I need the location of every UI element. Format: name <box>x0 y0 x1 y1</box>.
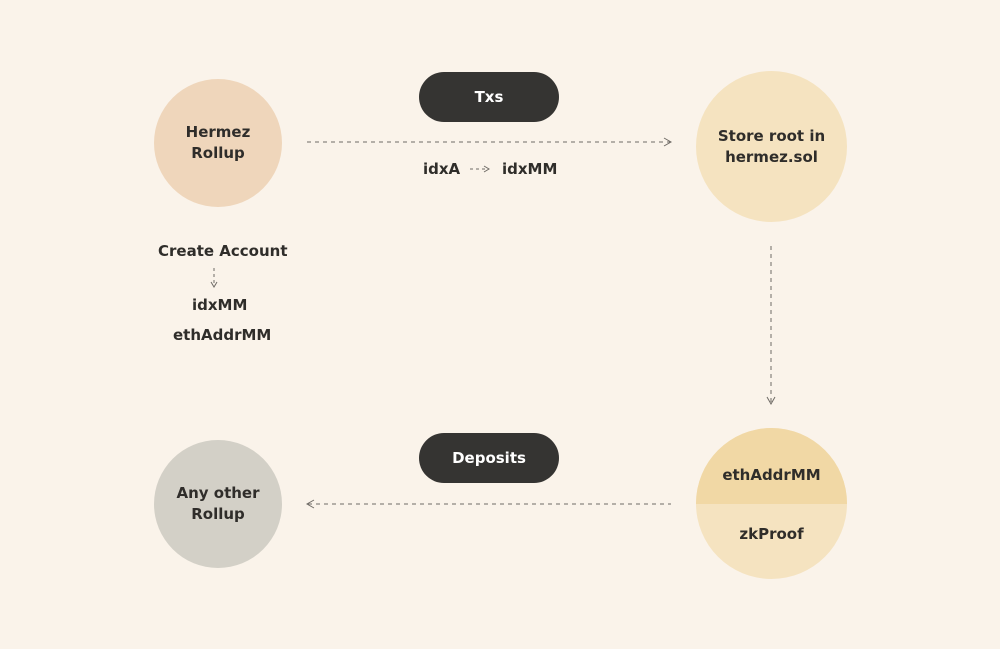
store-node-line1: Store root in <box>717 126 826 145</box>
proof-node-top-half <box>696 428 847 504</box>
arrow-create-account <box>210 268 218 288</box>
txs-pill: Txs <box>419 72 559 122</box>
deposits-pill: Deposits <box>419 433 559 483</box>
proof-node-eth-addr: ethAddrMM <box>722 466 821 484</box>
new-eth-addr-label: ethAddrMM <box>173 326 272 344</box>
arrow-hermez-to-store <box>307 137 673 147</box>
proof-node-zkproof: zkProof <box>739 525 804 543</box>
proof-node: ethAddrMM zkProof <box>696 428 847 579</box>
hermez-rollup-node: Hermez Rollup <box>154 79 282 207</box>
other-node-line2: Rollup <box>191 505 245 523</box>
idx-from-label: idxA <box>423 160 461 178</box>
other-rollup-node: Any other Rollup <box>154 440 282 568</box>
idx-to-label: idxMM <box>502 160 558 178</box>
other-node-line1: Any other <box>176 484 260 502</box>
arrow-store-to-proof <box>766 246 776 406</box>
arrow-idx-mapping <box>470 165 490 173</box>
hermez-node-line2: Rollup <box>191 144 245 162</box>
hermez-node-line1: Hermez <box>185 123 251 141</box>
create-account-label: Create Account <box>158 242 288 260</box>
store-root-node: Store root in hermez.sol <box>696 71 847 222</box>
arrow-proof-to-other <box>305 499 671 509</box>
new-idx-label: idxMM <box>192 296 248 314</box>
store-node-line2: hermez.sol <box>725 147 818 166</box>
